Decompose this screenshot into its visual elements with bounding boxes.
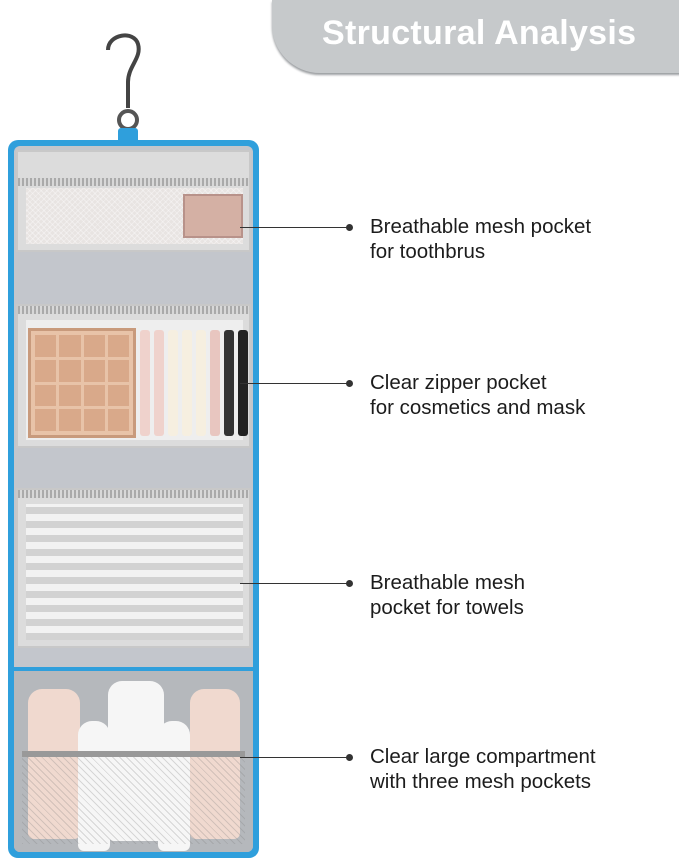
title-banner: Structural Analysis — [272, 0, 679, 73]
mesh-pocket-towels — [16, 488, 251, 648]
large-compartment — [14, 667, 253, 852]
mesh-pocket-toothbrush — [16, 150, 251, 252]
hanger-hook-icon — [106, 33, 141, 148]
clear-zipper-pocket — [16, 304, 251, 448]
toiletry-bag-image — [8, 140, 259, 858]
banner-title: Structural Analysis — [322, 14, 637, 52]
